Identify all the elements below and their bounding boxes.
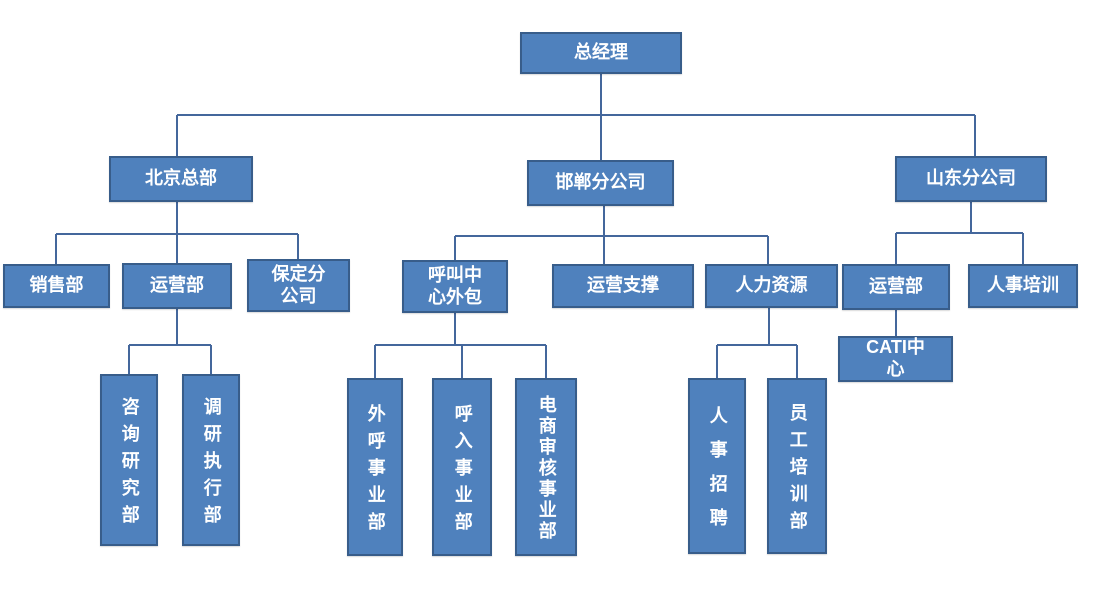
- node-outbound-division: 外呼事业部: [347, 378, 403, 556]
- node-employee-training-dept: 员工培训部: [767, 378, 827, 554]
- node-human-resources: 人力资源: [705, 264, 838, 308]
- node-label: 呼入事业部: [452, 404, 473, 539]
- node-operations-support: 运营支撑: [552, 264, 694, 308]
- node-label: 咨询研究部: [119, 397, 140, 532]
- connector-ceo-to-level2: [176, 74, 976, 160]
- node-operations-dept-shandong: 运营部: [842, 264, 950, 310]
- node-hr-recruitment: 人事招聘: [688, 378, 746, 554]
- node-beijing-hq: 北京总部: [109, 156, 253, 202]
- connector-shandong-children: [895, 202, 1024, 264]
- node-label: 人事招聘: [707, 406, 728, 542]
- node-survey-execution-dept: 调研执行部: [182, 374, 240, 546]
- node-label: 调研执行部: [201, 397, 222, 532]
- connector-operations-bj-children: [128, 309, 212, 374]
- node-label: 员工培训部: [787, 403, 808, 538]
- node-label: 电商审核事业部: [536, 395, 557, 542]
- connector-beijing-children: [55, 202, 299, 264]
- node-baoding-branch: 保定分 公司: [247, 259, 350, 312]
- connector-handan-children: [454, 206, 769, 264]
- node-label: 外呼事业部: [365, 404, 386, 539]
- node-cati-center: CATI中 心: [838, 336, 953, 382]
- connector-callcenter-children: [374, 313, 547, 378]
- node-sales-dept: 销售部: [3, 264, 110, 308]
- node-ecommerce-review-division: 电商审核事业部: [515, 378, 577, 556]
- node-operations-dept-beijing: 运营部: [122, 263, 232, 309]
- node-hr-training: 人事培训: [968, 264, 1078, 308]
- node-consulting-research-dept: 咨询研究部: [100, 374, 158, 546]
- node-call-center-outsourcing: 呼叫中 心外包: [402, 260, 508, 313]
- connector-hr-children: [716, 308, 798, 378]
- node-shandong-branch: 山东分公司: [895, 156, 1047, 202]
- node-inbound-division: 呼入事业部: [432, 378, 492, 556]
- node-general-manager: 总经理: [520, 32, 682, 74]
- node-handan-branch: 邯郸分公司: [527, 160, 674, 206]
